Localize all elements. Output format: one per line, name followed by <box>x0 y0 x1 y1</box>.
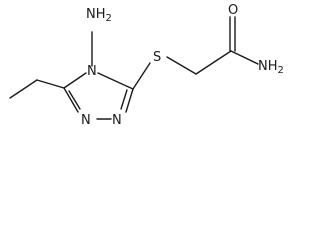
bond-c5-n1-inner <box>68 90 81 110</box>
ring-n4-label: N <box>87 64 97 79</box>
atom-label-group: NH2 N N N S O NH2 <box>81 3 284 125</box>
bond-n4-c5 <box>63 72 87 89</box>
amide-n-label: NH2 <box>258 59 284 76</box>
ring-n2-label: N <box>112 113 122 125</box>
bond-n2-c3-inner <box>120 89 128 110</box>
molecule-structure: NH2 N N N S O NH2 <box>9 3 284 125</box>
bond-group <box>9 16 259 120</box>
bond-c5-n1 <box>63 87 79 113</box>
thioether-s-label: S <box>153 50 161 65</box>
ring-n1-label: N <box>81 113 91 125</box>
bond-c3-s <box>132 62 151 90</box>
bond-carbonyl-amide-n <box>230 50 259 65</box>
bond-s-ch2 <box>166 56 197 75</box>
bond-c5-ch2 <box>36 79 65 89</box>
carbonyl-o-label: O <box>228 3 238 18</box>
bond-ch2-carbonyl <box>195 50 232 75</box>
bond-c3-n4 <box>97 72 134 90</box>
amino-n-label: NH2 <box>86 7 112 24</box>
bond-n2-c3 <box>125 88 134 113</box>
bond-ch2-ch3 <box>9 79 38 99</box>
